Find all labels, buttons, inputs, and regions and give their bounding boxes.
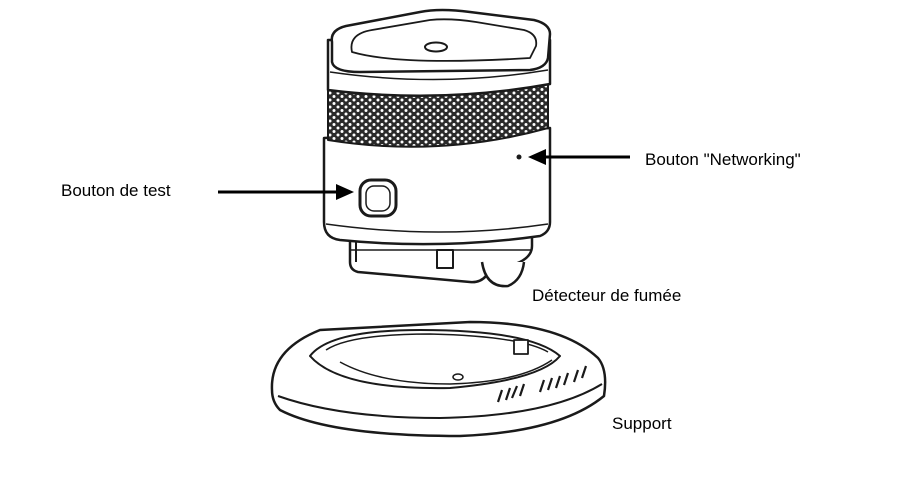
arrow-test-button — [218, 184, 354, 200]
detector-top-cap — [330, 8, 552, 74]
networking-button-label: Bouton "Networking" — [645, 150, 801, 169]
smoke-detector-illustration — [322, 8, 552, 288]
support-label: Support — [612, 414, 672, 433]
networking-button-dot — [516, 154, 522, 160]
support-illustration — [270, 320, 607, 438]
smoke-detector-label: Détecteur de fumée — [532, 286, 682, 305]
support-engraving — [496, 365, 588, 403]
test-button-label: Bouton de test — [61, 181, 171, 200]
test-button-shape — [358, 178, 398, 218]
arrow-networking-button — [528, 149, 630, 165]
